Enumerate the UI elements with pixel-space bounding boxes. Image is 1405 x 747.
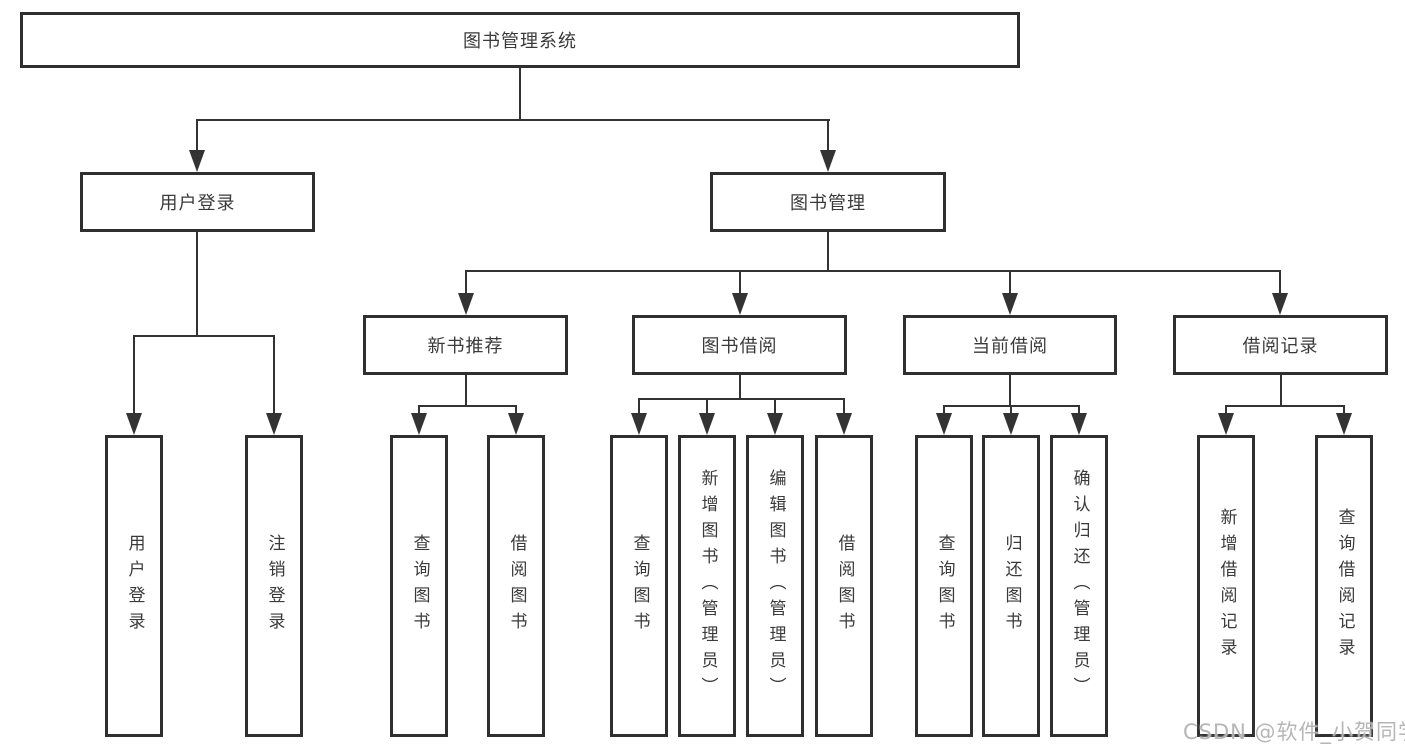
arrow-down-to-current-borrow: [1002, 270, 1018, 315]
leaf-label: 查询图书: [934, 534, 955, 638]
arrow-down-to-query-record: [1336, 405, 1352, 435]
arrow-down-to-book-borrow: [732, 270, 748, 315]
arrow-down-to-new-book-rec: [458, 270, 474, 315]
leaf-label: 借阅图书: [834, 534, 855, 638]
leaf-label: 新增借阅记录: [1216, 508, 1237, 664]
connector-user-login-stem: [196, 232, 198, 337]
connector-new-book-rec-rail: [418, 405, 517, 407]
leaf-query-books-1: 查询图书: [390, 435, 448, 737]
arrow-down-to-query-book-3: [936, 405, 952, 435]
node-user-login: 用户登录: [80, 172, 315, 232]
arrow-down-to-leaf-logout: [266, 335, 282, 435]
leaf-borrow-books-1: 借阅图书: [487, 435, 545, 737]
arrow-down-to-add-book: [699, 398, 715, 435]
watermark: CSDN @软件_小贺同学: [1183, 720, 1405, 744]
arrow-down-to-borrow-book-2: [836, 398, 852, 435]
arrow-down-to-borrow-book-1: [508, 405, 524, 435]
node-label: 用户登录: [159, 193, 236, 214]
connector-new-book-rec-stem: [465, 375, 467, 407]
connector-borrow-record-rail: [1225, 405, 1345, 407]
leaf-return-books: 归还图书: [982, 435, 1040, 737]
node-book-manage: 图书管理: [710, 172, 946, 232]
arrow-down-to-query-book-1: [411, 405, 427, 435]
leaf-label: 注销登录: [264, 534, 285, 638]
connector-book-manage-rail: [465, 270, 1281, 272]
arrow-down-to-confirm-return: [1071, 405, 1087, 435]
arrow-down-to-add-record: [1218, 405, 1234, 435]
leaf-label: 确认归还（管理员）: [1069, 469, 1090, 703]
arrow-down-to-user-login: [189, 119, 205, 172]
arrow-down-to-edit-book: [767, 398, 783, 435]
connector-book-manage-stem: [827, 232, 829, 272]
leaf-label: 查询图书: [409, 534, 430, 638]
node-label: 图书管理系统: [463, 31, 577, 52]
leaf-label: 新增图书（管理员）: [697, 469, 718, 703]
node-label: 借阅记录: [1242, 336, 1319, 357]
leaf-label: 查询图书: [629, 534, 650, 638]
leaf-borrow-books-2: 借阅图书: [815, 435, 873, 737]
connector-user-login-rail: [133, 335, 275, 337]
node-label: 图书管理: [790, 193, 866, 214]
leaf-query-books-2: 查询图书: [610, 435, 668, 737]
connector-book-borrow-stem: [739, 375, 741, 400]
arrow-down-to-leaf-user-login: [126, 335, 142, 435]
arrow-down-to-borrow-record: [1272, 270, 1288, 315]
connector-current-borrow-stem: [1009, 375, 1011, 407]
leaf-query-books-3: 查询图书: [915, 435, 973, 737]
connector-book-borrow-rail: [638, 398, 845, 400]
leaf-label: 归还图书: [1001, 534, 1022, 638]
node-new-book-rec: 新书推荐: [363, 315, 568, 375]
leaf-query-borrow-record: 查询借阅记录: [1315, 435, 1373, 737]
leaf-label: 查询借阅记录: [1334, 508, 1355, 664]
node-label: 新书推荐: [427, 336, 504, 357]
node-book-borrow: 图书借阅: [632, 315, 847, 375]
arrow-down-to-return-book: [1003, 405, 1019, 435]
connector-root-stem: [519, 68, 521, 121]
node-borrow-record: 借阅记录: [1173, 315, 1388, 375]
node-current-borrow: 当前借阅: [903, 315, 1117, 375]
connector-borrow-record-stem: [1280, 375, 1282, 407]
arrow-down-to-book-manage: [820, 119, 836, 172]
arrow-down-to-query-book-2: [631, 398, 647, 435]
leaf-confirm-return-admin: 确认归还（管理员）: [1050, 435, 1108, 737]
leaf-user-login: 用户登录: [105, 435, 163, 737]
leaf-label: 用户登录: [124, 534, 145, 638]
connector-root-rail: [196, 119, 830, 121]
leaf-label: 编辑图书（管理员）: [765, 469, 786, 703]
leaf-edit-books-admin: 编辑图书（管理员）: [746, 435, 804, 737]
leaf-label: 借阅图书: [506, 534, 527, 638]
node-label: 当前借阅: [972, 336, 1048, 357]
leaf-add-borrow-record: 新增借阅记录: [1197, 435, 1255, 737]
node-book-management-system: 图书管理系统: [20, 12, 1020, 68]
leaf-add-books-admin: 新增图书（管理员）: [678, 435, 736, 737]
leaf-logout: 注销登录: [245, 435, 303, 737]
node-label: 图书借阅: [701, 336, 778, 357]
